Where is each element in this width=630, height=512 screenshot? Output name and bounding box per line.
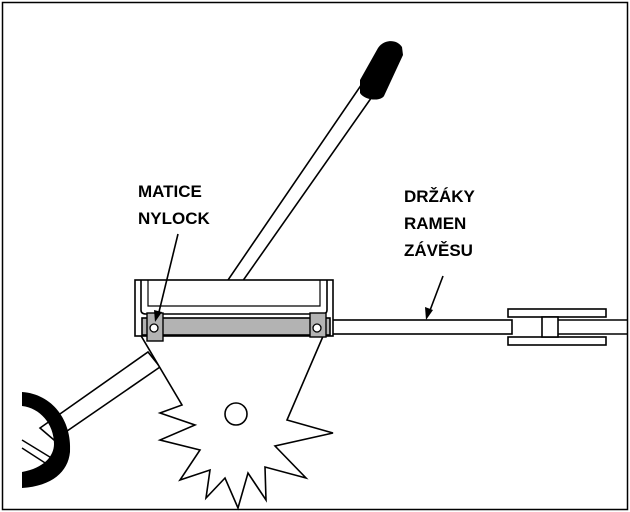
bracket-arrowhead (425, 307, 433, 320)
nylock-arrowhead (154, 310, 162, 322)
bracket-leader (428, 275, 444, 314)
wheel (21, 392, 71, 488)
handle-grip (360, 41, 403, 100)
label-brackets-line2: RAMEN (404, 214, 466, 233)
clevis-bottom-plate (507, 336, 607, 346)
clevis-top-plate (507, 308, 607, 318)
label-nylock-line2: NYLOCK (138, 209, 211, 228)
hitch-bar (329, 308, 628, 346)
label-brackets-line3: ZÁVĚSU (404, 241, 473, 260)
nylock-leader (157, 233, 179, 317)
label-nylock-line1: MATICE (138, 182, 202, 201)
label-brackets-line1: DRŽÁKY (404, 187, 475, 206)
mounting-bracket (141, 312, 331, 342)
spike-wheel-hub (224, 402, 248, 426)
lever-handle (226, 41, 403, 283)
nylock-nut-right (312, 323, 322, 333)
spike-wheel (138, 333, 334, 511)
nylock-nut-left (149, 323, 159, 333)
